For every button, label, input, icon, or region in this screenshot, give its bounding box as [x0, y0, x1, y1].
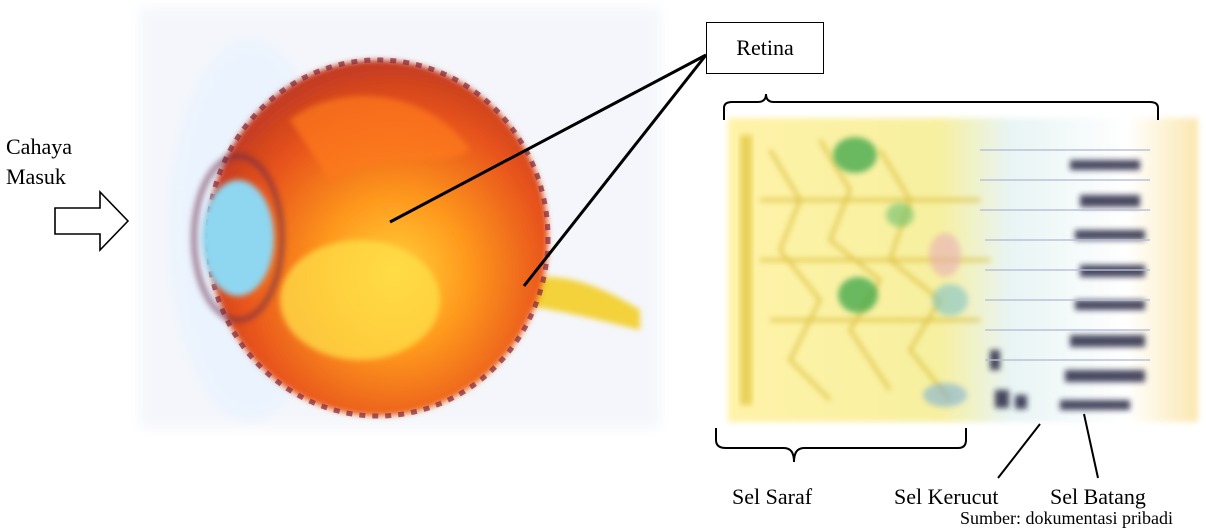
source-caption: Sumber: dokumentasi pribadi — [960, 508, 1173, 528]
light-in-label-line2: Masuk — [6, 164, 66, 190]
retina-bracket — [724, 94, 1158, 120]
light-arrow-icon — [55, 192, 128, 250]
cone-cells-label: Sel Kerucut — [894, 484, 998, 510]
cone-cells-pointer — [998, 424, 1040, 478]
nerve-cells-label: Sel Saraf — [732, 484, 812, 510]
retina-label: Retina — [736, 35, 793, 61]
retina-section-illustration — [728, 118, 1198, 422]
light-in-label-line1: Cahaya — [6, 134, 72, 160]
retina-label-box: Retina — [706, 22, 824, 74]
rod-cells-label: Sel Batang — [1050, 484, 1146, 510]
nerve-cells-bracket — [716, 428, 966, 462]
rod-cells-pointer — [1084, 414, 1098, 478]
